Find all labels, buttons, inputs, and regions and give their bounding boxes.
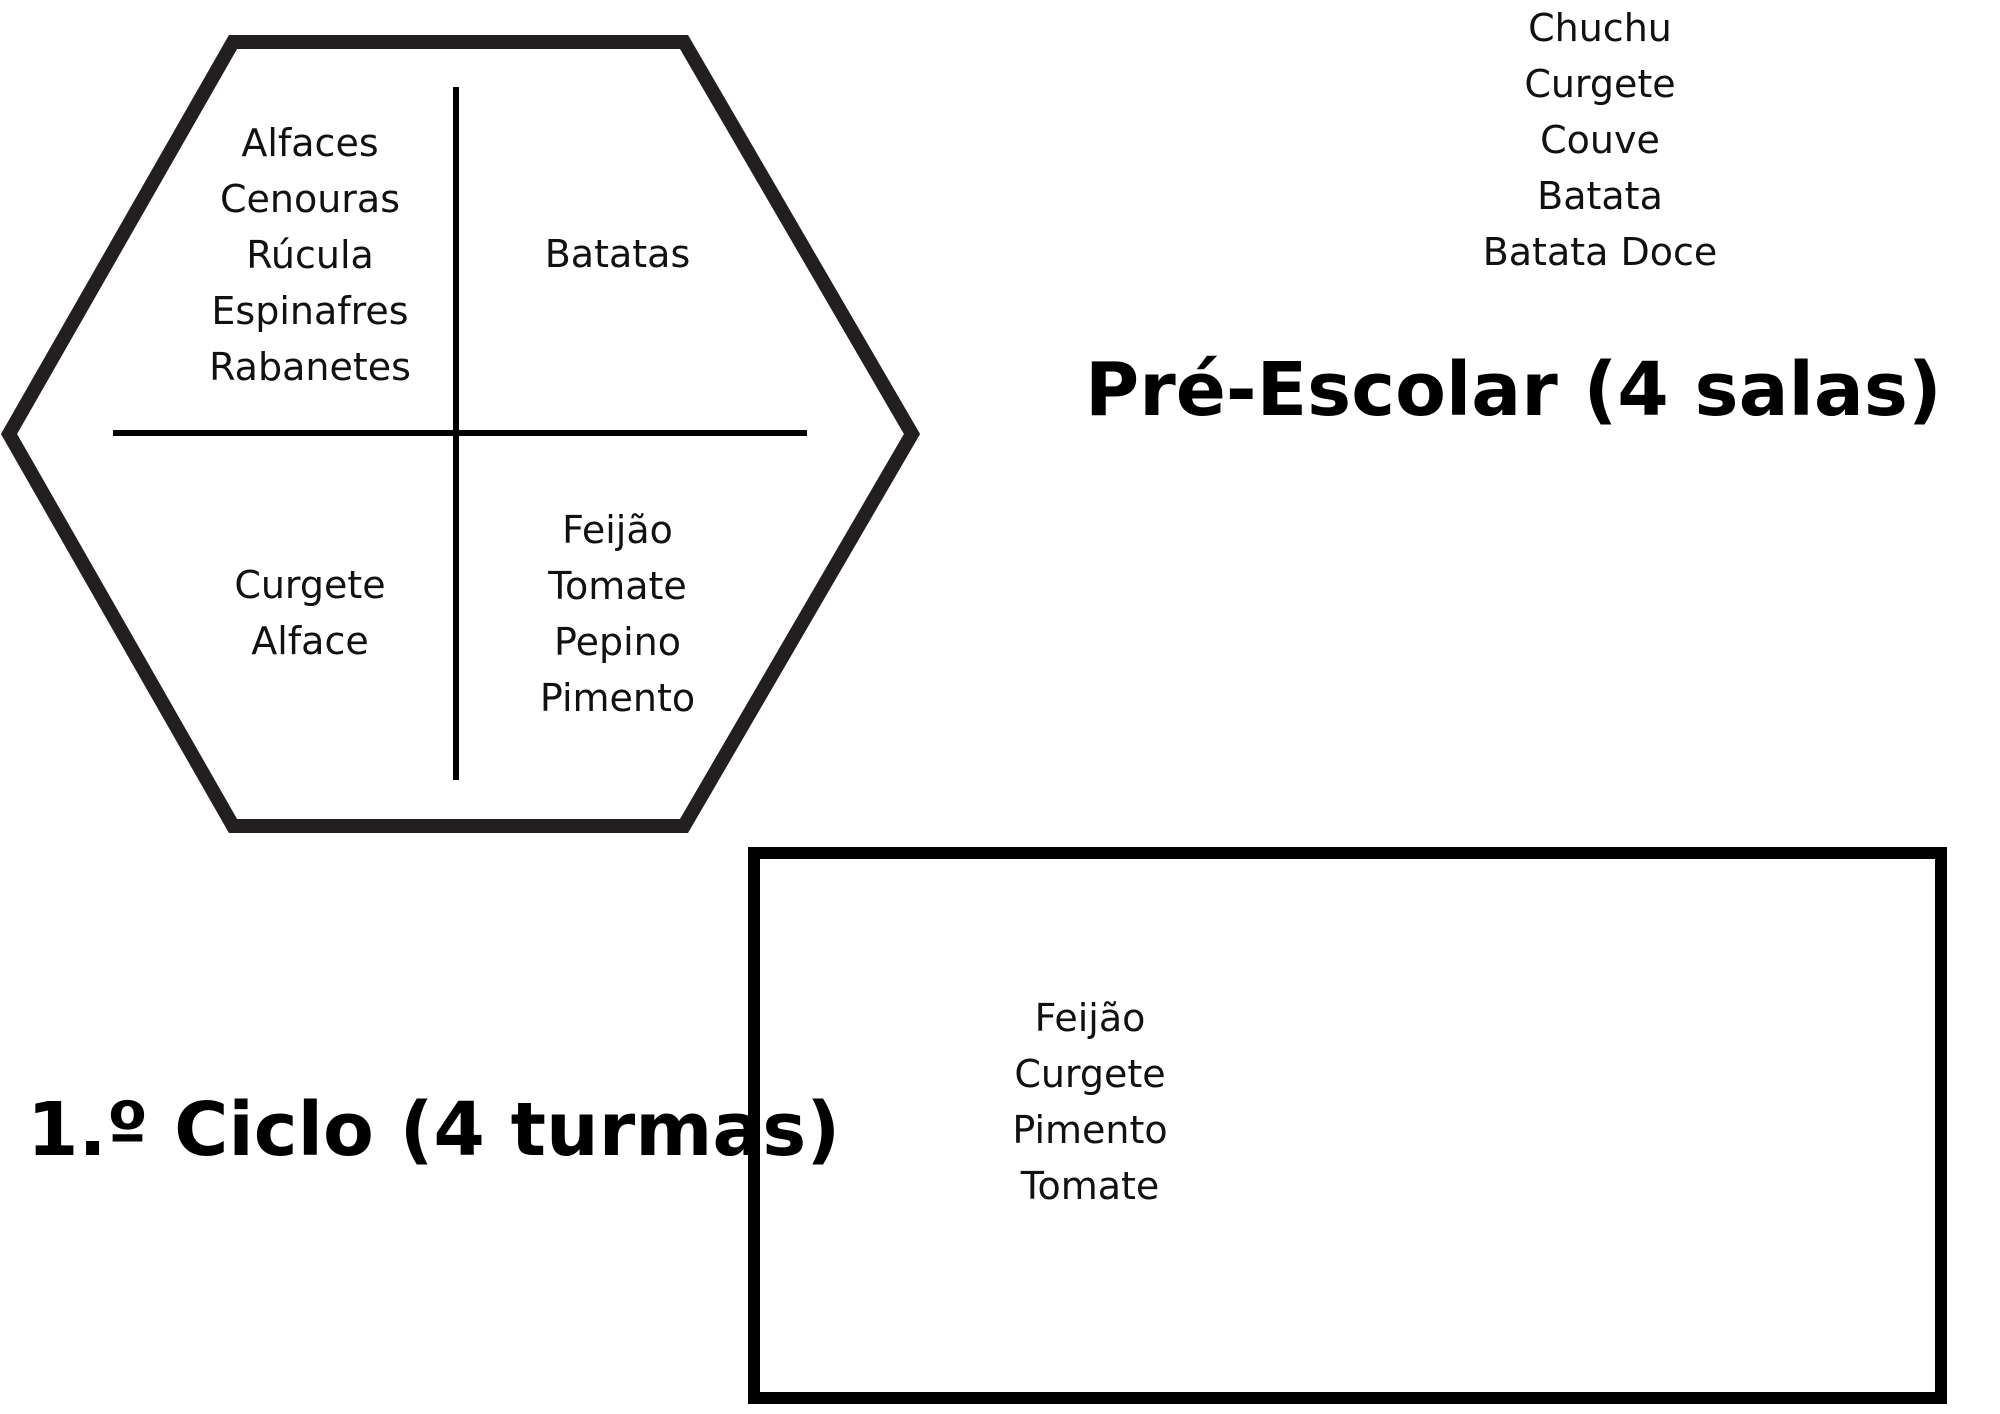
crop-label: Tomate [548,564,687,608]
crop-label: Batata [1537,174,1663,218]
crop-label: Alfaces [241,121,379,165]
crop-label: Alface [251,619,369,663]
crop-label: Couve [1540,118,1660,162]
crop-label: Feijão [1034,996,1146,1040]
crop-label: Espinafres [211,289,409,333]
crop-label: Cenouras [219,177,401,221]
crop-label: Chuchu [1528,6,1672,50]
crop-label: Pimento [1012,1108,1168,1152]
crop-label: Tomate [1020,1164,1160,1208]
crop-label: Feijão [562,508,673,552]
ciclo-column-right: Chuchu Curgete Couve Batata Batata Doce [1420,0,1780,280]
crop-label: Pepino [554,620,681,664]
pre-escolar-hexagon [0,35,921,833]
quadrant-top-left: Alfaces Cenouras Rúcula Espinafres Raban… [175,115,445,395]
pre-escolar-heading: Pré-Escolar (4 salas) [1085,347,1942,433]
ciclo-column-left: Feijão Curgete Pimento Tomate [940,990,1240,1214]
crop-label: Batata Doce [1482,230,1718,274]
crop-label: Curgete [234,563,386,607]
primeiro-ciclo-rectangle [748,847,1947,1404]
crop-label: Curgete [1524,62,1676,106]
crop-label: Rúcula [246,233,374,277]
crop-label: Pimento [539,676,696,720]
crop-label: Batatas [544,232,691,276]
quadrant-top-right: Batatas [480,226,755,282]
primeiro-ciclo-heading: 1.º Ciclo (4 turmas) [27,1087,841,1173]
crop-label: Curgete [1014,1052,1166,1096]
quadrant-bottom-right: Feijão Tomate Pepino Pimento [480,502,755,726]
crop-label: Rabanetes [209,345,411,389]
quadrant-bottom-left: Curgete Alface [175,557,445,669]
